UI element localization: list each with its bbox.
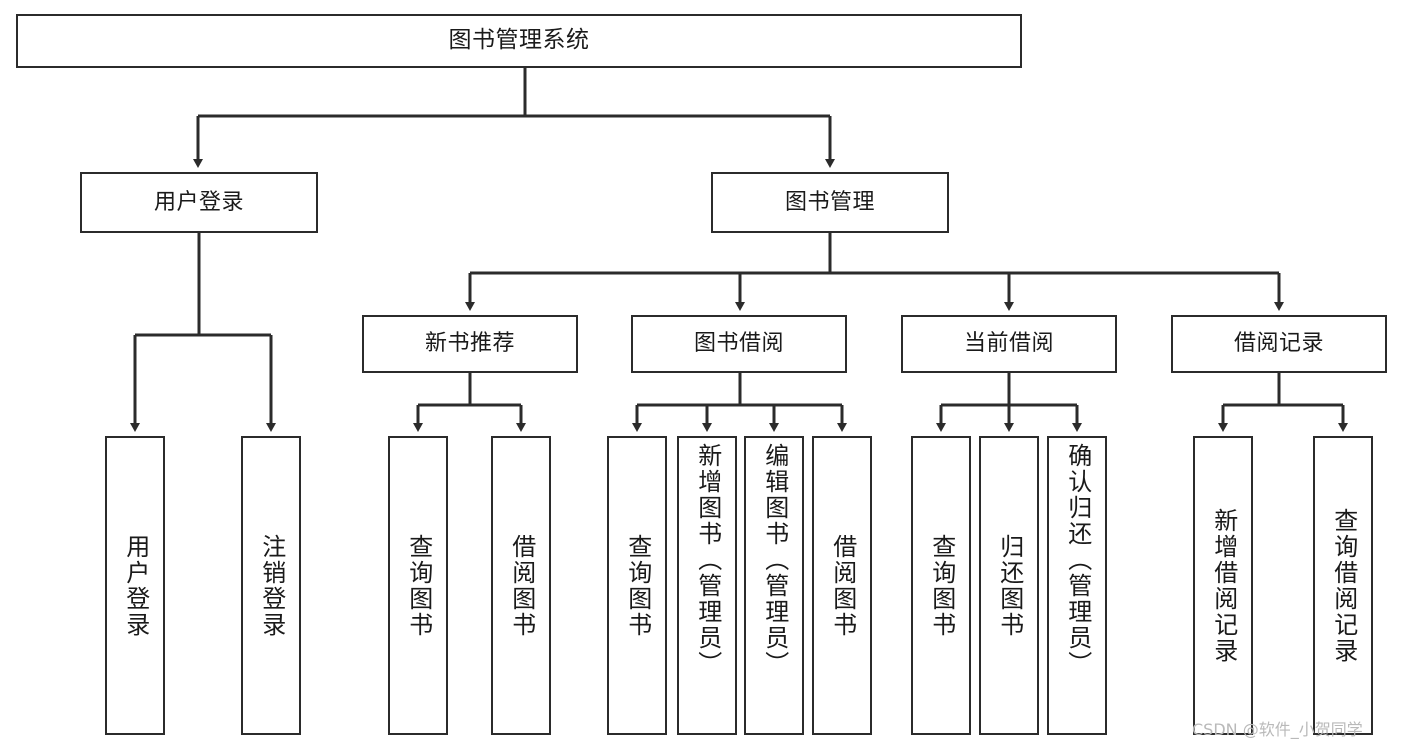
node-label: 确认归还（管理员） — [1063, 443, 1092, 677]
csdn-watermark: CSDN @软件_小贺同学 — [1192, 720, 1363, 739]
leaf-user-login-signout[interactable]: 注销登录 — [241, 436, 301, 735]
node-borrow-record[interactable]: 借阅记录 — [1171, 315, 1387, 373]
node-root-system[interactable]: 图书管理系统 — [16, 14, 1022, 68]
node-label: 注销登录 — [257, 533, 286, 638]
leaf-borrow-record-query[interactable]: 查询借阅记录 — [1313, 436, 1373, 735]
leaf-book-borrow-query[interactable]: 查询图书 — [607, 436, 667, 735]
node-label: 用户登录 — [153, 189, 244, 215]
node-label: 借阅图书 — [828, 533, 857, 638]
node-current-borrow[interactable]: 当前借阅 — [901, 315, 1117, 373]
node-new-book-recommend[interactable]: 新书推荐 — [362, 315, 578, 373]
leaf-book-borrow-borrow[interactable]: 借阅图书 — [812, 436, 872, 735]
node-book-manage[interactable]: 图书管理 — [711, 172, 949, 233]
node-label: 查询图书 — [623, 533, 652, 638]
node-label: 借阅记录 — [1233, 331, 1324, 357]
leaf-borrow-record-add[interactable]: 新增借阅记录 — [1193, 436, 1253, 735]
node-label: 借阅图书 — [507, 533, 536, 638]
node-label: 编辑图书（管理员） — [760, 443, 789, 677]
node-label: 当前借阅 — [963, 331, 1054, 357]
node-label: 新增借阅记录 — [1209, 507, 1238, 664]
leaf-current-borrow-return[interactable]: 归还图书 — [979, 436, 1039, 735]
node-label: 图书借阅 — [693, 331, 784, 357]
node-label: 用户登录 — [121, 533, 150, 638]
leaf-book-borrow-edit[interactable]: 编辑图书（管理员） — [744, 436, 804, 735]
node-user-login[interactable]: 用户登录 — [80, 172, 318, 233]
node-book-borrow[interactable]: 图书借阅 — [631, 315, 847, 373]
leaf-current-borrow-confirm-return[interactable]: 确认归还（管理员） — [1047, 436, 1107, 735]
node-label: 图书管理 — [784, 189, 875, 215]
node-label: 查询图书 — [927, 533, 956, 638]
node-label: 新书推荐 — [424, 331, 515, 357]
node-label: 归还图书 — [995, 533, 1024, 638]
leaf-book-borrow-add[interactable]: 新增图书（管理员） — [677, 436, 737, 735]
leaf-new-book-borrow[interactable]: 借阅图书 — [491, 436, 551, 735]
leaf-current-borrow-query[interactable]: 查询图书 — [911, 436, 971, 735]
node-label: 查询借阅记录 — [1329, 507, 1358, 664]
node-label: 新增图书（管理员） — [693, 443, 722, 677]
leaf-user-login-signin[interactable]: 用户登录 — [105, 436, 165, 735]
node-label: 查询图书 — [404, 533, 433, 638]
leaf-new-book-query[interactable]: 查询图书 — [388, 436, 448, 735]
node-label: 图书管理系统 — [448, 27, 590, 54]
